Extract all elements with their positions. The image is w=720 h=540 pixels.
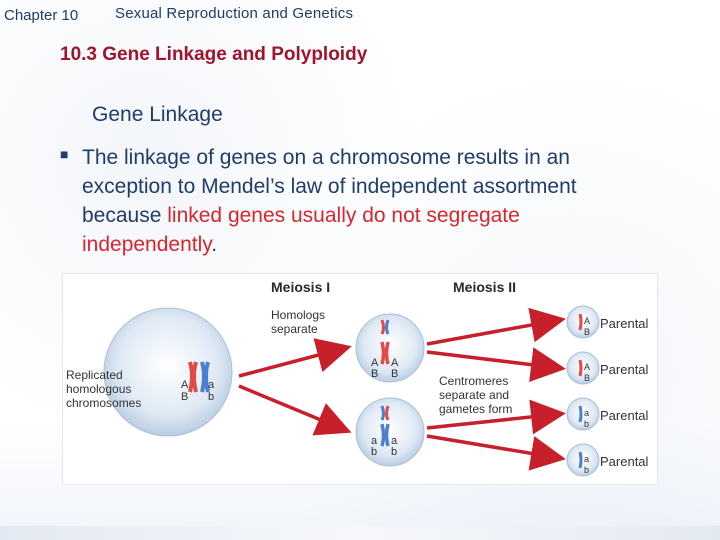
allele-A-parent: A bbox=[181, 379, 189, 391]
allele-B-m1-right: B bbox=[391, 368, 399, 380]
allele-A-g1: A bbox=[584, 316, 591, 326]
meiosis1-heading: Meiosis I bbox=[271, 279, 331, 295]
bullet-text: The linkage of genes on a chromosome res… bbox=[60, 143, 620, 259]
arrows bbox=[238, 307, 566, 471]
parental-label-2: Parental bbox=[600, 362, 649, 377]
allele-b-m1-left: b bbox=[371, 446, 378, 458]
allele-a-g4: a bbox=[584, 454, 590, 464]
allele-b-parent: b bbox=[208, 391, 215, 403]
meiosis-diagram bbox=[103, 305, 600, 477]
allele-A-m1-right: A bbox=[391, 357, 399, 369]
bullet-square-icon: ■ bbox=[60, 146, 69, 162]
meiosis2-heading: Meiosis II bbox=[453, 279, 517, 295]
bullet-end: . bbox=[211, 233, 218, 256]
allele-A-g2: A bbox=[584, 362, 591, 372]
parental-label-3: Parental bbox=[600, 408, 649, 423]
allele-B-parent: B bbox=[181, 391, 189, 403]
chapter-label: Chapter 10 bbox=[4, 7, 79, 24]
parent-cell bbox=[103, 307, 233, 437]
allele-B-m1-left: B bbox=[371, 368, 379, 380]
allele-b-g3: b bbox=[584, 419, 590, 429]
meiosis1-cell-bottom bbox=[355, 397, 425, 467]
meiosis-figure: Meiosis I Meiosis II Homologs separate R… bbox=[62, 273, 658, 485]
parental-label-1: Parental bbox=[600, 316, 649, 331]
footer-band bbox=[0, 526, 720, 540]
parental-label-4: Parental bbox=[600, 454, 649, 469]
allele-a-g3: a bbox=[584, 408, 590, 418]
allele-b-m1-right: b bbox=[391, 446, 398, 458]
meiosis1-cell-top bbox=[355, 313, 425, 383]
bullet-highlight: linked genes usually do not segregate in… bbox=[82, 204, 520, 256]
bullet-text-part1: The linkage of genes on a chromosome res… bbox=[82, 146, 577, 227]
topic-header: Sexual Reproduction and Genetics bbox=[115, 5, 354, 22]
parent-chromosomes bbox=[188, 361, 210, 393]
allele-b-g4: b bbox=[584, 465, 590, 475]
allele-B-g2: B bbox=[584, 373, 591, 383]
allele-a-parent: a bbox=[208, 379, 215, 391]
replicated-label: Replicated homologous chromosomes bbox=[66, 368, 142, 410]
allele-a-m1-left: a bbox=[371, 435, 378, 447]
meiosis1-bottom-chromosome bbox=[380, 405, 390, 447]
slide-subtitle: Gene Linkage bbox=[92, 103, 223, 126]
gamete-cells bbox=[566, 305, 600, 477]
allele-a-m1-right: a bbox=[391, 435, 398, 447]
homologs-label: Homologs separate bbox=[271, 308, 326, 336]
meiosis1-top-chromosome bbox=[380, 319, 390, 365]
centromeres-label: Centromeres separate and gametes form bbox=[439, 374, 513, 416]
slide-title: 10.3 Gene Linkage and Polyploidy bbox=[60, 44, 368, 65]
allele-A-m1-left: A bbox=[371, 357, 379, 369]
allele-B-g1: B bbox=[584, 327, 591, 337]
